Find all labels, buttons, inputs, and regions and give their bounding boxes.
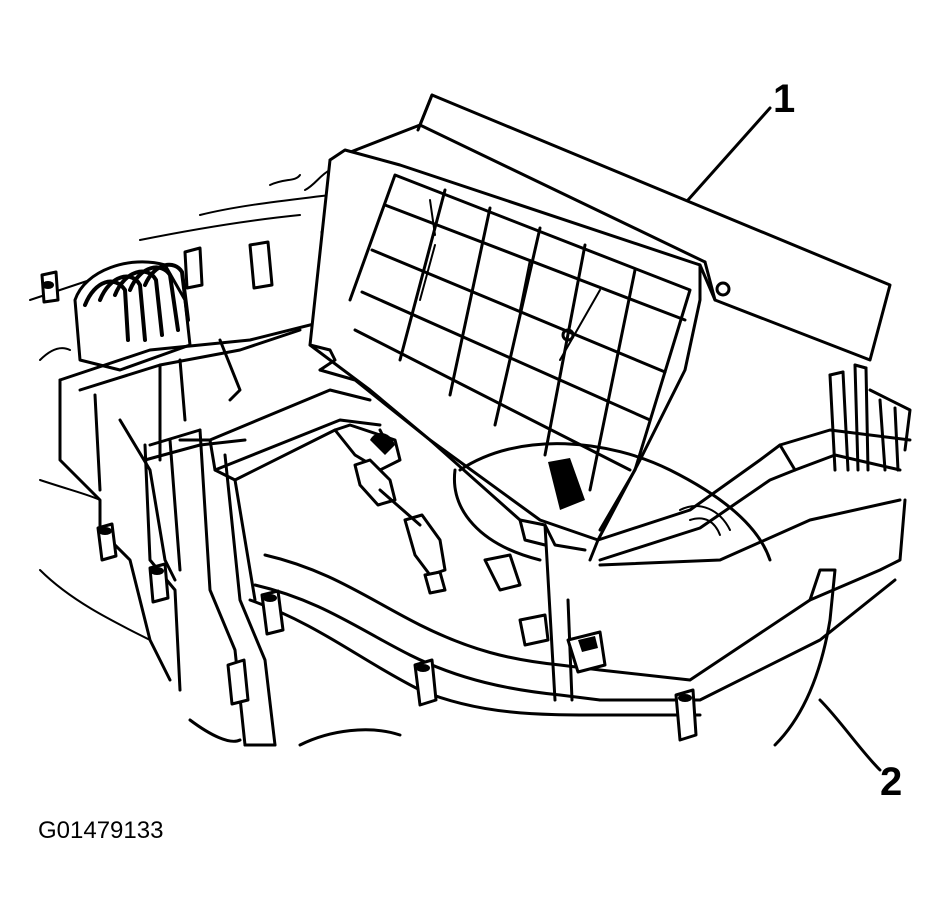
blower-housing-case [178,363,912,747]
filter-cover-assembly [308,93,892,562]
leader-line-2 [818,698,882,772]
left-louver-vent [73,260,192,372]
left-housing-section [29,169,340,747]
leader-line-1 [686,106,772,202]
figure-code: G01479133 [38,817,163,844]
callout-2: 2 [880,760,902,804]
callout-1: 1 [773,77,795,121]
center-bracket [333,423,447,595]
